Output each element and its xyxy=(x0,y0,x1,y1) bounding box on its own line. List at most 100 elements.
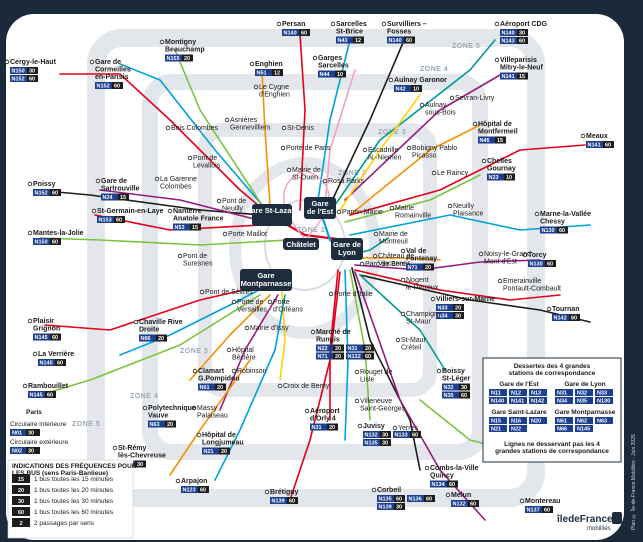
line-badge[interactable]: N31 xyxy=(555,389,573,397)
line-badge[interactable]: N130 xyxy=(595,397,613,405)
line-badge[interactable]: N62 xyxy=(575,417,593,425)
line-badge[interactable]: N13 xyxy=(529,389,547,397)
line-badge[interactable]: N34 xyxy=(555,397,573,405)
line-badge[interactable]: N35 xyxy=(575,397,593,405)
line-badge[interactable]: N141 xyxy=(509,397,527,405)
station-croix[interactable]: Croix de Berny xyxy=(283,383,330,390)
station-pantin[interactable]: Pantin Mairie xyxy=(342,209,383,216)
station-maillot[interactable]: Porte Maillot xyxy=(228,231,267,238)
line-badge[interactable]: N140 xyxy=(489,397,507,405)
station-stdenis[interactable]: St-Denis xyxy=(287,125,314,132)
station-bercy[interactable]: Parc de Bercy xyxy=(365,261,409,268)
hub-chatelet[interactable]: Châtelet xyxy=(283,238,319,250)
line-badge[interactable]: N32 xyxy=(575,389,593,397)
station-mairieissy[interactable]: Mairie d'Issy xyxy=(250,325,289,332)
station-robinson[interactable]: Robinson xyxy=(237,368,267,375)
line-badge[interactable]: N12 xyxy=(509,389,527,397)
station-porteparis[interactable]: Porte de Paris xyxy=(286,145,331,152)
line-badge[interactable]: N21 xyxy=(489,425,507,433)
station-sevres[interactable]: Pont de Sèvres xyxy=(205,289,253,296)
station-rosa[interactable]: Rosa Parks xyxy=(328,178,365,185)
line-badge[interactable]: N22 xyxy=(509,425,527,433)
line-badge[interactable]: N16 xyxy=(509,417,527,425)
line-badge[interactable]: N11 xyxy=(489,389,507,397)
